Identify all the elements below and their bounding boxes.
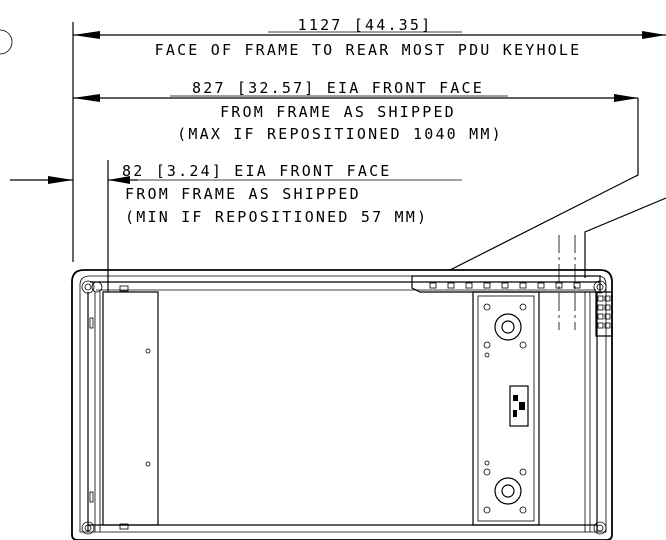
edge-circle-fragment <box>0 29 13 55</box>
dim-82-line-1: FROM FRAME AS SHIPPED <box>125 185 361 203</box>
arrowhead-1127-right <box>642 31 666 39</box>
arrowhead-827-right <box>614 94 638 102</box>
right-keyhole-strip <box>595 291 613 337</box>
pdu-panel <box>472 291 540 526</box>
leader-1127 <box>584 197 666 278</box>
arrowhead-827-left <box>73 94 100 102</box>
dim-1127-value: 1127 [44.35] <box>298 16 433 34</box>
dim-82-value: 82 [3.24] EIA FRONT FACE <box>122 162 392 180</box>
dim-827-line-1: FROM FRAME AS SHIPPED <box>220 103 456 121</box>
arrowhead-82-left <box>48 176 73 184</box>
arrowhead-1127-left <box>73 31 100 39</box>
dim-1127-line-1: FACE OF FRAME TO REAR MOST PDU KEYHOLE <box>155 41 582 59</box>
dim-827-value: 827 [32.57] EIA FRONT FACE <box>192 79 484 97</box>
rack-frame <box>71 269 613 540</box>
left-side-panel <box>102 291 159 526</box>
leader-827 <box>449 98 639 271</box>
dim-827-line-2: (MAX IF REPOSITIONED 1040 MM) <box>177 125 503 143</box>
dim-82-line-2: (MIN IF REPOSITIONED 57 MM) <box>125 208 428 226</box>
